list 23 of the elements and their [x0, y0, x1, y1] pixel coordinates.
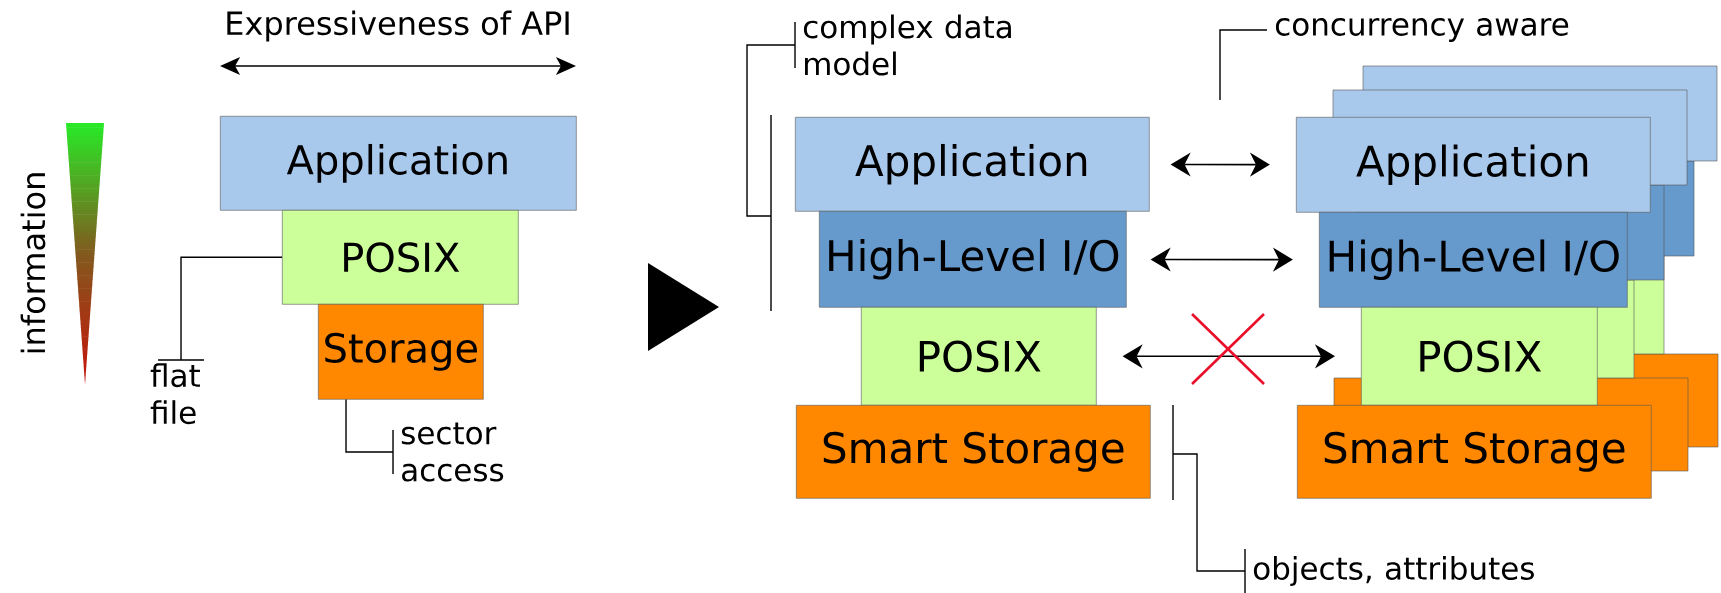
leader-line: [1219, 29, 1268, 101]
gradient-label: information: [20, 173, 46, 353]
annotation-text: flat file: [150, 363, 200, 425]
layer-box: High-Level I/O: [1319, 212, 1628, 308]
leader-line: [345, 398, 394, 475]
layer-box: Storage: [318, 304, 484, 400]
annotation-text: concurrency aware: [1275, 18, 1569, 42]
leader-line: [1172, 404, 1246, 593]
annotation-text: objects, attributes: [1253, 556, 1534, 586]
layer-box: Application: [795, 117, 1150, 212]
annotation-text: complex data model: [803, 14, 1011, 76]
layer-box: High-Level I/O: [819, 211, 1127, 308]
arrow-label: Expressiveness of API: [227, 10, 569, 42]
leader-line: [157, 256, 283, 361]
layer-box: Smart Storage: [796, 405, 1151, 499]
layer-box: Application: [1296, 117, 1651, 213]
layer-box: Application: [220, 116, 577, 211]
layer-box: Smart Storage: [1297, 405, 1652, 499]
layer-box: POSIX: [282, 210, 519, 305]
annotation-text: sector access: [401, 422, 504, 482]
leader-line: [746, 21, 796, 312]
layer-box: POSIX: [1361, 307, 1598, 406]
layer-box: POSIX: [861, 307, 1097, 406]
